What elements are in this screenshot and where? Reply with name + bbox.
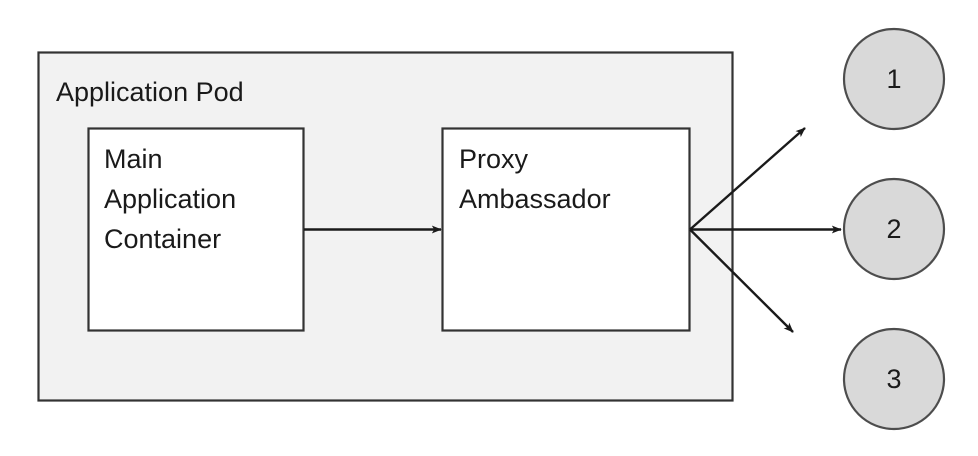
service-2-label: 2 (886, 214, 902, 244)
application-pod-label: Application Pod (56, 77, 244, 107)
connector-proxy-to-service-1 (689, 127, 806, 231)
main-application-container-label: Main Application Container (104, 144, 237, 254)
connector-proxy-to-service-3 (689, 228, 794, 333)
service-3-label: 3 (886, 364, 902, 394)
proxy-ambassador-label: Proxy Ambassador (459, 144, 611, 214)
service-1-label: 1 (886, 64, 902, 94)
